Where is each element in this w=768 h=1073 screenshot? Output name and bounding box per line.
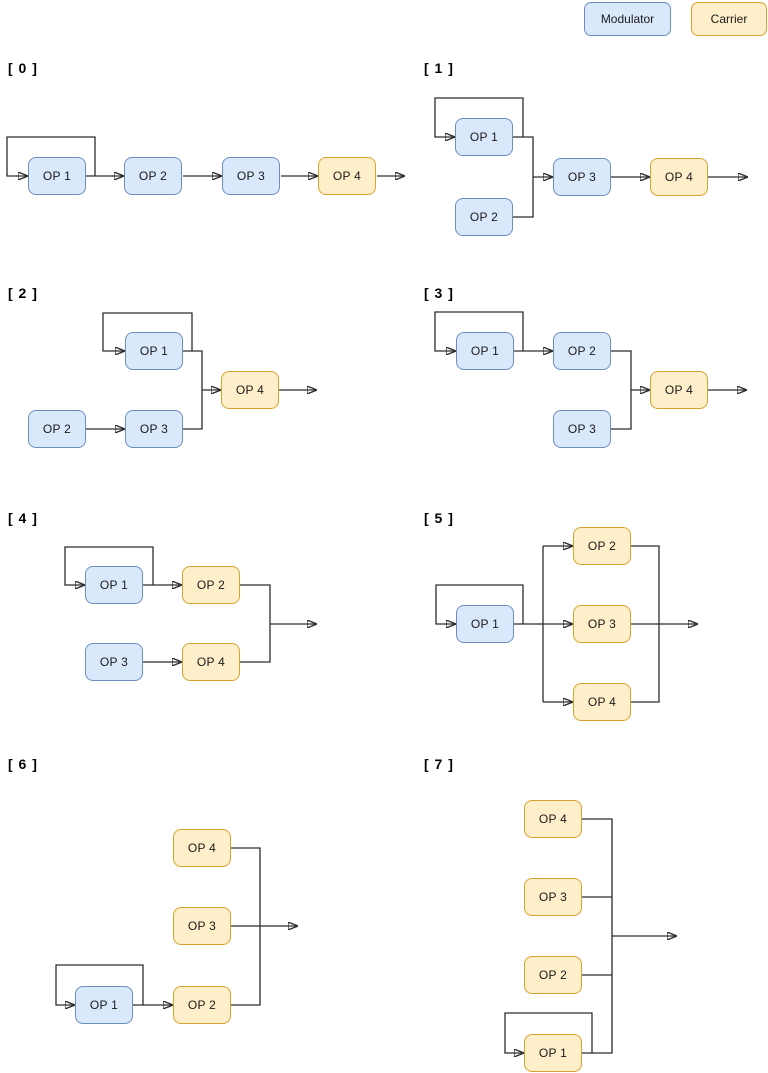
alg3-op2-node: OP 2 (553, 332, 611, 370)
wire-alg2-merge (183, 350, 203, 430)
alg5-op1-node: OP 1 (456, 605, 514, 643)
alg5-op3-node: OP 3 (573, 605, 631, 643)
alg1-op3-node: OP 3 (553, 158, 611, 196)
alg4-op3-node: OP 3 (85, 643, 143, 681)
wire-alg3-merge (611, 350, 632, 430)
alg4-label: [ 4 ] (8, 510, 38, 526)
alg0-op3-node: OP 3 (222, 157, 280, 195)
legend-modulator-label: Modulator (600, 12, 655, 26)
alg6-op3-node: OP 3 (173, 907, 231, 945)
alg3-op4-node: OP 4 (650, 371, 708, 409)
wire-alg7-feedback-op1 (504, 1012, 593, 1053)
wire-alg3-feedback-op1 (434, 311, 524, 351)
alg5-label: [ 5 ] (424, 510, 454, 526)
legend-carrier-label: Carrier (710, 12, 748, 26)
alg5-op2-node: OP 2 (573, 527, 631, 565)
alg6-op1-node: OP 1 (75, 986, 133, 1024)
alg3-op3-node: OP 3 (553, 410, 611, 448)
alg5-op4-node: OP 4 (573, 683, 631, 721)
alg0-op2-node: OP 2 (124, 157, 182, 195)
alg1-label: [ 1 ] (424, 60, 454, 76)
alg6-op2-node: OP 2 (173, 986, 231, 1024)
wire-alg4-merge (240, 584, 271, 663)
legend-carrier: Carrier (691, 2, 767, 36)
alg2-op1-node: OP 1 (125, 332, 183, 370)
alg1-op1-node: OP 1 (455, 118, 513, 156)
alg0-op1-node: OP 1 (28, 157, 86, 195)
alg4-op1-node: OP 1 (85, 566, 143, 604)
wire-alg1-feedback-op1 (434, 97, 524, 137)
alg7-op1-node: OP 1 (524, 1034, 582, 1072)
alg3-label: [ 3 ] (424, 285, 454, 301)
alg7-label: [ 7 ] (424, 756, 454, 772)
wire-alg2-feedback-op1 (102, 312, 193, 351)
alg7-op4-node: OP 4 (524, 800, 582, 838)
alg6-op4-node: OP 4 (173, 829, 231, 867)
wire-alg0-feedback-op1 (6, 136, 96, 176)
alg1-op4-node: OP 4 (650, 158, 708, 196)
wire-alg1-merge (513, 136, 534, 218)
alg2-op3-node: OP 3 (125, 410, 183, 448)
alg2-op4-node: OP 4 (221, 371, 279, 409)
alg7-op3-node: OP 3 (524, 878, 582, 916)
wire-alg5-feedback-op1 (435, 584, 524, 624)
alg2-label: [ 2 ] (8, 285, 38, 301)
alg6-label: [ 6 ] (8, 756, 38, 772)
alg7-op2-node: OP 2 (524, 956, 582, 994)
alg1-op2-node: OP 2 (455, 198, 513, 236)
wire-alg7-merge (582, 818, 613, 1054)
alg3-op1-node: OP 1 (456, 332, 514, 370)
alg4-op2-node: OP 2 (182, 566, 240, 604)
alg0-op4-node: OP 4 (318, 157, 376, 195)
wire-alg6-feedback-op1 (55, 964, 144, 1005)
legend-modulator: Modulator (584, 2, 671, 36)
alg0-label: [ 0 ] (8, 60, 38, 76)
alg2-op2-node: OP 2 (28, 410, 86, 448)
wire-alg4-feedback-op1 (64, 546, 154, 585)
alg4-op4-node: OP 4 (182, 643, 240, 681)
